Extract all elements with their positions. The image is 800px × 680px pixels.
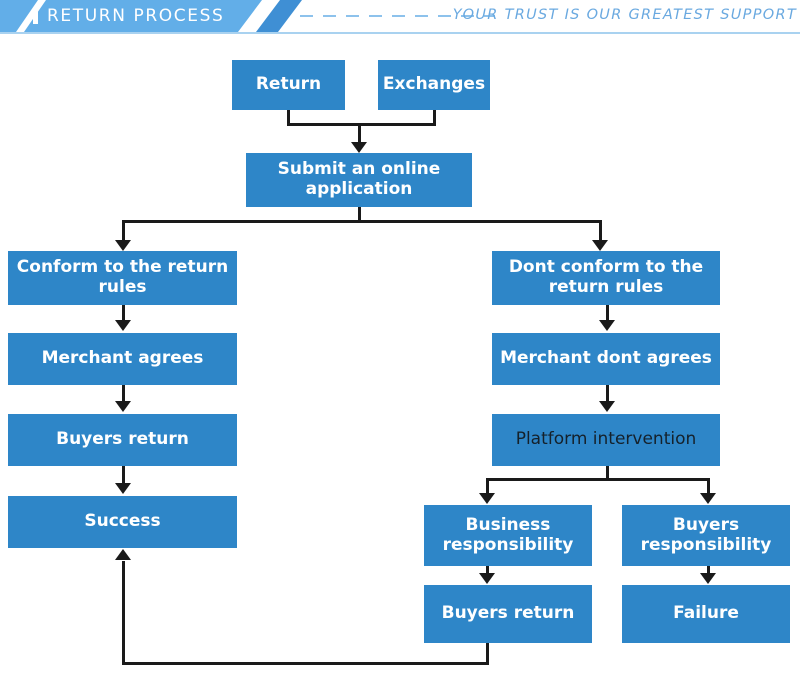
node-exchanges[interactable]: Exchanges bbox=[378, 60, 490, 110]
header-tagline: YOUR TRUST IS OUR GREATEST SUPPORT bbox=[452, 7, 797, 23]
node-business-responsibility[interactable]: Business responsibility bbox=[424, 505, 592, 566]
edge-loop-up bbox=[122, 561, 125, 662]
arrowhead-into-submit bbox=[351, 142, 367, 153]
edge-buyers-responsibility-to-failure bbox=[707, 566, 710, 576]
edge-platform-to-split bbox=[606, 466, 609, 480]
edge-merge-bar-top bbox=[287, 123, 436, 126]
edge-business-responsibility-to-buyers-return bbox=[486, 566, 489, 576]
page-header: RETURN PROCESS YOUR TRUST IS OUR GREATES… bbox=[0, 0, 800, 34]
edge-platform-split-bar bbox=[486, 478, 710, 481]
header-accent-shape bbox=[256, 0, 302, 32]
header-banner-shape bbox=[0, 0, 262, 32]
arrowhead-into-merchant-agrees bbox=[115, 320, 131, 331]
edge-loop-down bbox=[486, 643, 489, 665]
node-submit-application[interactable]: Submit an online application bbox=[246, 153, 472, 207]
page-title: RETURN PROCESS bbox=[47, 6, 225, 26]
arrowhead-into-dont-conform bbox=[592, 240, 608, 251]
edge-split-to-conform bbox=[122, 220, 125, 242]
arrowhead-loop-into-success bbox=[115, 549, 131, 560]
arrowhead-into-buyers-responsibility bbox=[700, 493, 716, 504]
node-return[interactable]: Return bbox=[232, 60, 345, 110]
arrowhead-into-merchant-dont-agrees bbox=[599, 320, 615, 331]
header-dashed-rule bbox=[300, 15, 495, 17]
node-buyers-return-right[interactable]: Buyers return bbox=[424, 585, 592, 643]
arrowhead-into-conform bbox=[115, 240, 131, 251]
edge-exchanges-to-merge bbox=[433, 110, 436, 125]
node-dont-conform-to-return-rules[interactable]: Dont conform to the return rules bbox=[492, 251, 720, 305]
edge-split-to-dont-conform bbox=[599, 220, 602, 242]
node-failure[interactable]: Failure bbox=[622, 585, 790, 643]
header-underline bbox=[0, 32, 800, 34]
header-tick-icon bbox=[33, 9, 38, 24]
edge-merge-to-submit bbox=[358, 123, 361, 144]
arrowhead-into-failure bbox=[700, 573, 716, 584]
node-merchant-dont-agrees[interactable]: Merchant dont agrees bbox=[492, 333, 720, 385]
edge-split-bar bbox=[122, 220, 602, 223]
arrowhead-into-buyers-return-right bbox=[479, 573, 495, 584]
arrowhead-into-buyers-return-left bbox=[115, 401, 131, 412]
arrowhead-into-success bbox=[115, 483, 131, 494]
edge-buyers-return-to-success bbox=[122, 466, 125, 484]
arrowhead-into-platform bbox=[599, 401, 615, 412]
node-buyers-return-left[interactable]: Buyers return bbox=[8, 414, 237, 466]
edge-loop-horizontal bbox=[122, 662, 489, 665]
edge-dont-conform-to-merchant-dont-agrees bbox=[606, 305, 609, 322]
edge-return-to-merge bbox=[287, 110, 290, 125]
edge-submit-to-split bbox=[358, 207, 361, 222]
edge-split-to-buyers-responsibility bbox=[707, 478, 710, 495]
edge-merchant-agrees-to-buyers-return bbox=[122, 385, 125, 402]
arrowhead-into-business-responsibility bbox=[479, 493, 495, 504]
edge-split-to-business-responsibility bbox=[486, 478, 489, 495]
node-platform-intervention[interactable]: Platform intervention bbox=[492, 414, 720, 466]
node-merchant-agrees[interactable]: Merchant agrees bbox=[8, 333, 237, 385]
edge-merchant-dont-agrees-to-platform bbox=[606, 385, 609, 402]
node-buyers-responsibility[interactable]: Buyers responsibility bbox=[622, 505, 790, 566]
node-conform-to-return-rules[interactable]: Conform to the return rules bbox=[8, 251, 237, 305]
node-success[interactable]: Success bbox=[8, 496, 237, 548]
edge-conform-to-merchant-agrees bbox=[122, 305, 125, 322]
